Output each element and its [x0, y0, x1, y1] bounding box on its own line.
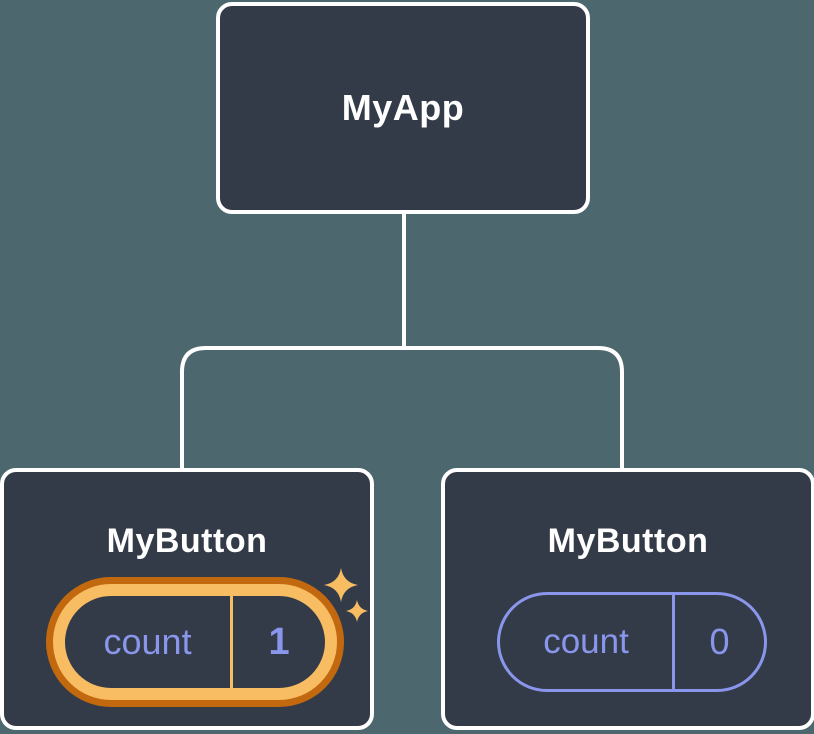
state-pill-highlighted: count 1 [53, 584, 337, 700]
child-node-mybutton-right: MyButton count 0 [441, 468, 814, 730]
root-node-label: MyApp [341, 87, 465, 128]
sparkle-large [324, 568, 358, 602]
state-name: count [543, 622, 629, 661]
state-value: 0 [672, 595, 764, 689]
child-node-label: MyButton [547, 522, 709, 560]
child-node-label: MyButton [106, 522, 268, 560]
state-pill-normal: count 0 [497, 592, 767, 692]
sparkle-small [346, 600, 368, 622]
connector-branch [180, 346, 624, 472]
child-node-mybutton-left: MyButton count 1 [0, 468, 374, 730]
state-name: count [103, 621, 192, 662]
state-value: 1 [230, 596, 325, 688]
sparkles-icon [324, 568, 368, 622]
root-node-myapp: MyApp [216, 2, 590, 214]
